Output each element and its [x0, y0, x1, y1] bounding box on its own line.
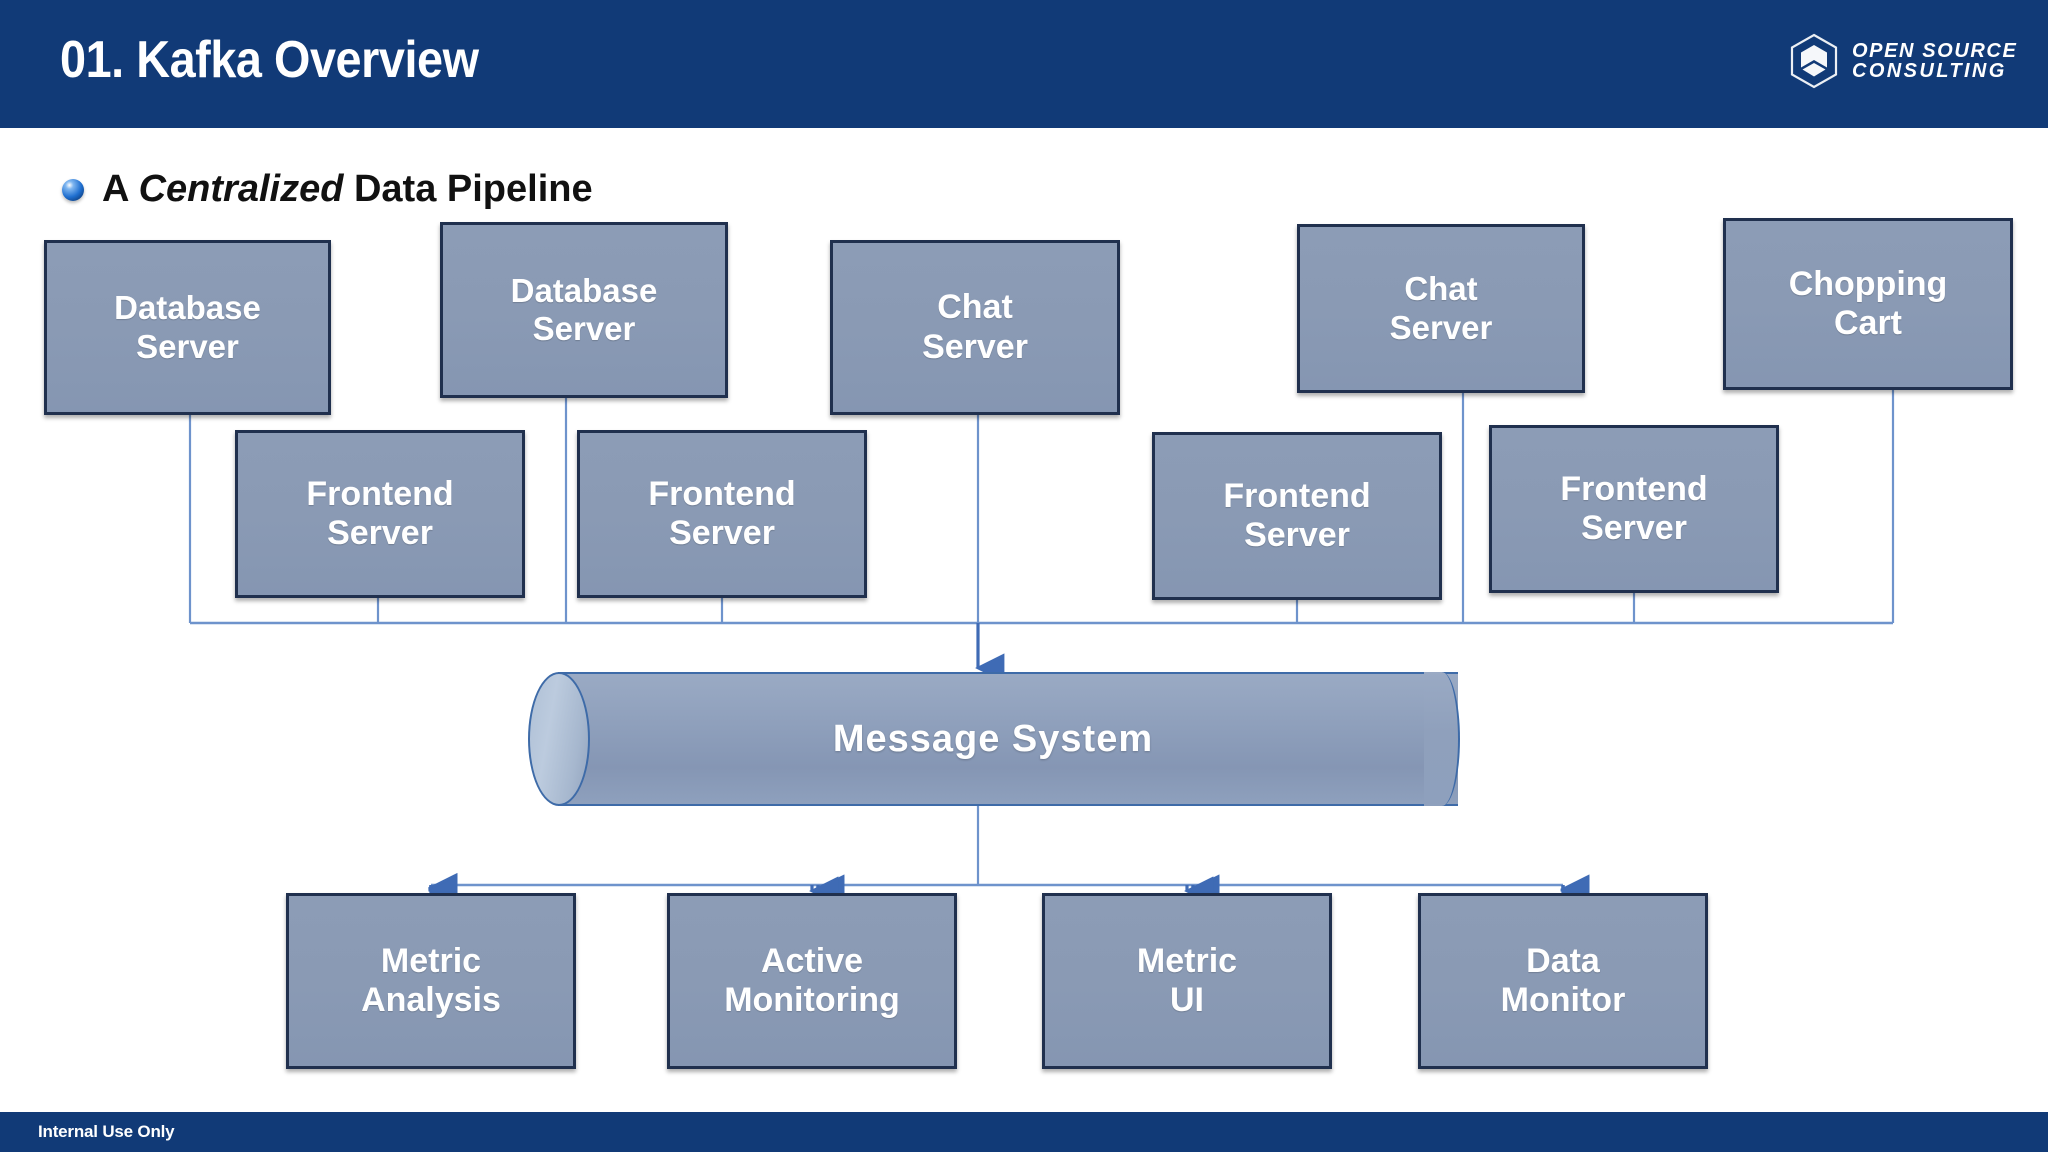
section-heading: A Centralized Data Pipeline — [62, 168, 593, 211]
heading-prefix: A — [102, 168, 139, 210]
hexagon-cube-logo-icon — [1790, 33, 1838, 89]
frontend-node-4[interactable]: Frontend Server — [1489, 425, 1779, 593]
message-system-cylinder[interactable]: Message System — [528, 672, 1460, 806]
heading-suffix: Data Pipeline — [343, 168, 593, 210]
page-title: 01. Kafka Overview — [60, 31, 479, 89]
section-heading-text: A Centralized Data Pipeline — [102, 168, 593, 211]
header-bar — [0, 0, 2048, 128]
footer-label: Internal Use Only — [38, 1122, 175, 1141]
consumer-node-1[interactable]: Metric Analysis — [286, 893, 576, 1069]
producer-node-4[interactable]: Chat Server — [1297, 224, 1585, 393]
cylinder-left-cap — [528, 672, 590, 806]
consumer-node-3[interactable]: Metric UI — [1042, 893, 1332, 1069]
producer-node-2[interactable]: Database Server — [440, 222, 728, 398]
producer-node-1[interactable]: Database Server — [44, 240, 331, 415]
consumer-node-4[interactable]: Data Monitor — [1418, 893, 1708, 1069]
consumer-node-2[interactable]: Active Monitoring — [667, 893, 957, 1069]
logo-line-1: OPEN SOURCE — [1852, 39, 2018, 62]
blue-sphere-bullet-icon — [62, 178, 84, 201]
logo-line-2: CONSULTING — [1852, 60, 2007, 82]
producer-node-5[interactable]: Chopping Cart — [1723, 218, 2013, 390]
brand-logo: OPEN SOURCE CONSULTING — [1788, 30, 2020, 92]
frontend-node-2[interactable]: Frontend Server — [577, 430, 867, 598]
message-system-label: Message System — [832, 717, 1154, 760]
cylinder-body — [558, 672, 1458, 806]
frontend-node-3[interactable]: Frontend Server — [1152, 432, 1442, 600]
heading-emphasis: Centralized — [138, 168, 344, 210]
frontend-node-1[interactable]: Frontend Server — [235, 430, 525, 598]
footer-bar — [0, 1112, 2048, 1152]
cylinder-right-cap — [1424, 672, 1460, 806]
logo-wordmark: OPEN SOURCE CONSULTING — [1852, 39, 2018, 82]
producer-node-3[interactable]: Chat Server — [830, 240, 1120, 415]
